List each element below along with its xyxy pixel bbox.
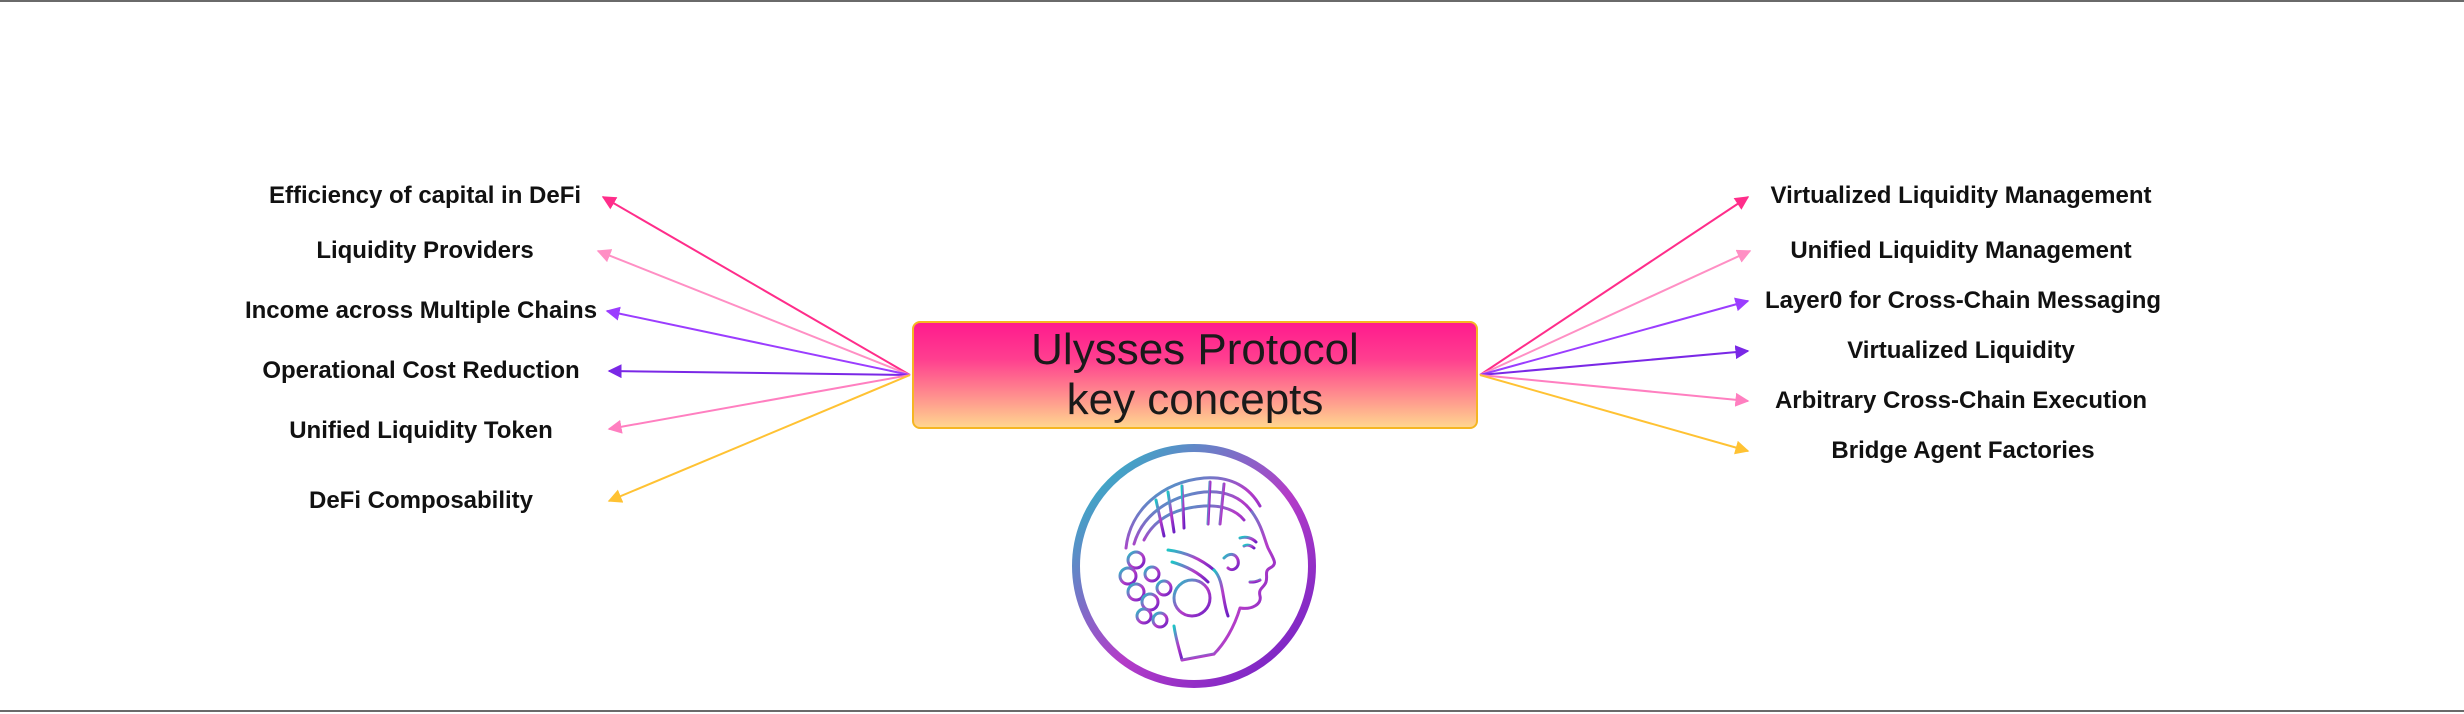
connector-right-2 <box>1479 297 1750 376</box>
connector-right-0 <box>1479 196 1750 376</box>
connector-left-1 <box>596 249 911 376</box>
connector-right-3 <box>1479 345 1750 376</box>
ulysses-head-logo-icon <box>1072 444 1316 688</box>
connector-right-4 <box>1479 374 1750 407</box>
concept-income-multiple-chains: Income across Multiple Chains <box>244 297 598 324</box>
concept-operational-cost-reduction: Operational Cost Reduction <box>262 357 580 384</box>
connector-right-5 <box>1479 374 1750 455</box>
concept-liquidity-providers: Liquidity Providers <box>316 237 534 264</box>
concept-arbitrary-cross-chain-execution: Arbitrary Cross-Chain Execution <box>1774 387 2148 414</box>
concept-defi-composability: DeFi Composability <box>308 487 534 514</box>
top-border-line <box>0 0 2464 2</box>
bottom-border-line <box>0 710 2464 712</box>
connector-left-2 <box>605 306 911 376</box>
connector-left-3 <box>607 364 911 379</box>
connector-left-5 <box>607 374 911 503</box>
concept-unified-liquidity-token: Unified Liquidity Token <box>289 417 553 444</box>
connector-right-1 <box>1479 249 1752 376</box>
concept-unified-liquidity-management: Unified Liquidity Management <box>1790 237 2132 264</box>
central-topic-subtitle: key concepts <box>1066 375 1324 424</box>
concept-efficiency-of-capital: Efficiency of capital in DeFi <box>268 182 582 209</box>
central-topic-box: Ulysses Protocol key concepts <box>912 321 1478 429</box>
concept-bridge-agent-factories: Bridge Agent Factories <box>1831 437 2095 464</box>
concept-virtualized-liquidity-management: Virtualized Liquidity Management <box>1770 182 2152 209</box>
connector-left-4 <box>607 374 911 434</box>
concept-virtualized-liquidity: Virtualized Liquidity <box>1847 337 2075 364</box>
connector-left-0 <box>601 196 911 376</box>
concept-layer0-cross-chain-messaging: Layer0 for Cross-Chain Messaging <box>1764 287 2162 314</box>
central-topic-title: Ulysses Protocol <box>1031 325 1359 374</box>
